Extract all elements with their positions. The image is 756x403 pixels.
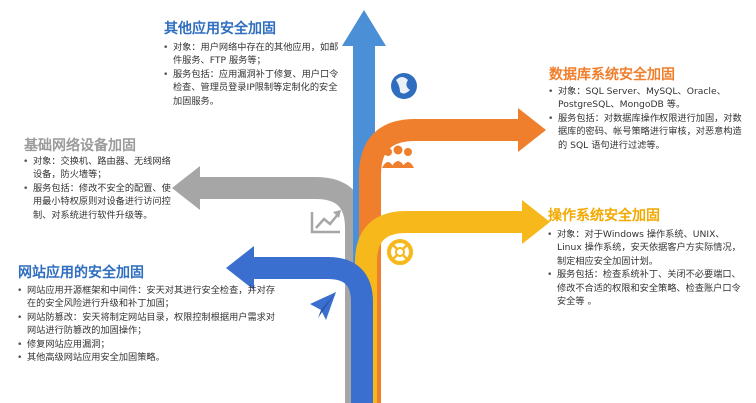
orange-arrow-head [518,108,546,152]
darkblue-arrow-head [226,246,254,290]
list-item: 网站防篡改：安天将制定网站目录，权限控制根据用户需求对网站进行防篡改的加固操作； [17,311,279,338]
users-icon [382,145,414,168]
trend-chart-icon [310,210,341,234]
list-item: 对象：交换机、路由器、无线网络设备，防火墙等； [23,155,173,182]
yellow-arrow-road [355,211,524,403]
list-item: 服务包括：修改不安全的配置、使用最小特权原则对设备进行访问控制、对系统进行软件升… [23,182,173,222]
yellow-arrow-head [522,200,550,244]
list-item: 服务包括：对数据库操作权限进行加固，对数据库的密码、帐号策略进行审核，对恶意构造… [548,112,746,152]
darkblue-arrow-road [252,257,373,403]
list-item: 修复网站应用漏洞； [17,338,279,352]
network-device-list: 对象：交换机、路由器、无线网络设备，防火墙等； 服务包括：修改不安全的配置、使用… [23,155,173,222]
list-item: 其他高级网站应用安全加固策略。 [17,351,279,365]
os-title: 操作系统安全加固 [548,208,660,224]
list-item: 网站应用开源框架和中间件：安天对其进行安全检查，并对存在的安全风险进行升级和补丁… [17,284,279,311]
list-item: 对象：用户网络中存在的其他应用，如邮件服务、FTP 服务等； [163,41,343,68]
blue-main-arrow-head [342,10,386,46]
paper-plane-icon [310,292,336,320]
website-list: 网站应用开源框架和中间件：安天对其进行安全检查，并对存在的安全风险进行升级和补丁… [17,284,279,365]
globe-icon [391,73,417,99]
list-item: 对象：SQL Server、MySQL、Oracle、PostgreSQL、Mo… [548,85,746,112]
os-list: 对象：对于Windows 操作系统、UNIX、Linux 操作系统，安天依据客户… [547,228,747,308]
list-item: 服务包括：应用漏洞补丁修复、用户口令检查、管理员登录IP限制等定制化的安全加固服… [163,68,343,108]
gray-arrow-head [172,166,200,210]
other-app-list: 对象：用户网络中存在的其他应用，如邮件服务、FTP 服务等； 服务包括：应用漏洞… [163,41,343,108]
orange-arrow-road [359,119,520,403]
website-title: 网站应用的安全加固 [18,265,144,281]
network-device-title: 基础网络设备加固 [24,138,136,154]
lifebuoy-icon [387,239,413,265]
list-item: 服务包括：检查系统补丁、关闭不必要端口、修改不合适的权限和安全策略、检查账户口令… [547,268,747,308]
list-item: 对象：对于Windows 操作系统、UNIX、Linux 操作系统，安天依据客户… [547,228,747,268]
database-title: 数据库系统安全加固 [549,67,675,83]
database-list: 对象：SQL Server、MySQL、Oracle、PostgreSQL、Mo… [548,85,746,152]
other-app-title: 其他应用安全加固 [164,21,276,37]
